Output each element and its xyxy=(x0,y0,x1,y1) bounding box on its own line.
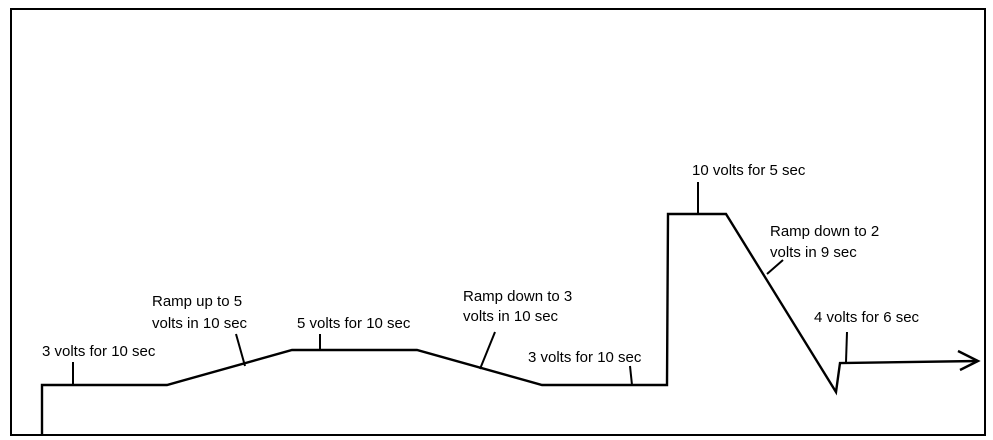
label-seg1: 3 volts for 10 sec xyxy=(42,343,156,360)
leader-seg7 xyxy=(766,259,784,275)
diagram-frame xyxy=(10,8,986,436)
leader-seg8 xyxy=(845,331,848,363)
label-seg2-line1: Ramp up to 5 xyxy=(152,293,242,310)
label-seg2-line2: volts in 10 sec xyxy=(152,315,248,332)
label-seg4-line1: Ramp down to 3 xyxy=(463,288,572,305)
leader-seg5 xyxy=(629,365,633,386)
label-seg7-line2: volts in 9 sec xyxy=(770,244,857,261)
label-seg4-line2: volts in 10 sec xyxy=(463,308,559,325)
label-seg3: 5 volts for 10 sec xyxy=(297,315,411,332)
leader-seg2 xyxy=(235,333,246,367)
arrow-right-icon xyxy=(957,349,981,372)
label-seg6: 10 volts for 5 sec xyxy=(692,162,806,179)
leader-seg4 xyxy=(479,331,496,370)
label-seg7-line1: Ramp down to 2 xyxy=(770,223,879,240)
voltage-waveform xyxy=(40,212,979,436)
label-seg8: 4 volts for 6 sec xyxy=(814,309,920,326)
label-seg5: 3 volts for 10 sec xyxy=(528,349,642,366)
